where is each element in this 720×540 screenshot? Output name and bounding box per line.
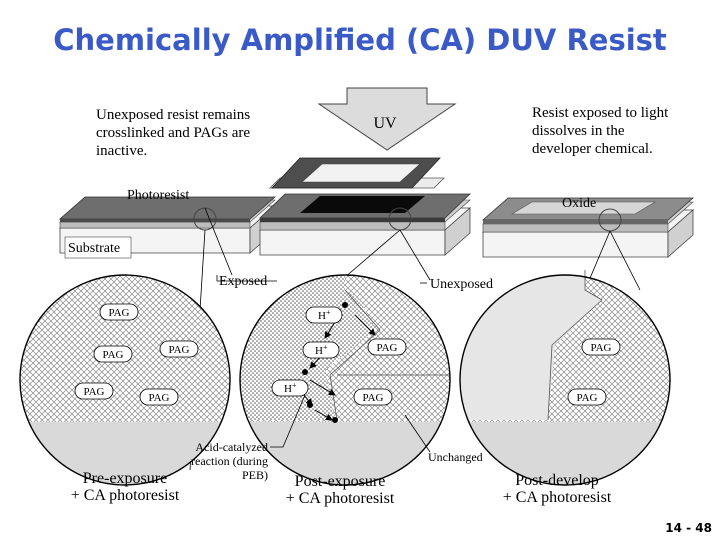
svg-text:H+: H+: [284, 381, 297, 395]
svg-text:H+: H+: [318, 308, 331, 322]
h-plus-badge: H+: [302, 341, 340, 359]
caption-post-develop: Post-develop + CA photoresist: [503, 472, 612, 506]
label-unexposed: Unexposed: [430, 277, 493, 292]
svg-text:PAG: PAG: [577, 392, 598, 404]
acid-note: Acid-catalyzed reaction (during PEB): [191, 394, 306, 482]
svg-text:Pre-exposure: Pre-exposure: [83, 470, 167, 487]
pag-badge: PAG: [74, 382, 114, 400]
note-exposed-line-2: dissolves in the: [532, 123, 625, 139]
h-plus-badge: H+: [271, 379, 309, 397]
label-unchanged: Unchanged: [428, 450, 483, 464]
svg-text:PAG: PAG: [377, 342, 398, 354]
uv-arrow: UV: [317, 87, 457, 151]
note-unexposed-line-3: inactive.: [96, 143, 147, 159]
wafer-stack-right: [481, 197, 695, 258]
h-plus-badge: H+: [305, 306, 343, 324]
note-unexposed-line-1: Unexposed resist remains: [96, 107, 250, 123]
svg-text:Post-exposure: Post-exposure: [295, 473, 386, 490]
caption-pre-exposure: Pre-exposure + CA photoresist: [71, 470, 180, 504]
svg-text:+ CA photoresist: + CA photoresist: [286, 490, 395, 507]
svg-text:Post-develop: Post-develop: [515, 472, 599, 489]
page-title: Chemically Amplified (CA) DUV Resist: [53, 23, 667, 57]
label-substrate: Substrate: [68, 241, 120, 256]
svg-text:PAG: PAG: [84, 386, 105, 398]
pag-badge: PAG: [581, 338, 621, 356]
circle-post-develop: PAG PAG: [459, 270, 671, 486]
svg-text:PEB): PEB): [242, 468, 268, 482]
note-unexposed: Unexposed resist remains crosslinked and…: [96, 107, 250, 159]
pag-badge: PAG: [99, 303, 139, 321]
svg-text:Acid-catalyzed: Acid-catalyzed: [195, 440, 268, 454]
substrate-label-box: Substrate: [64, 236, 132, 259]
pag-badge: PAG: [367, 338, 407, 356]
svg-text:+ CA photoresist: + CA photoresist: [71, 487, 180, 504]
svg-text:PAG: PAG: [103, 349, 124, 361]
label-photoresist: Photoresist: [127, 188, 189, 203]
label-exposed: Exposed: [219, 274, 267, 289]
note-unexposed-line-2: crosslinked and PAGs are: [96, 125, 250, 141]
svg-text:PAG: PAG: [109, 307, 130, 319]
svg-text:+ CA photoresist: + CA photoresist: [503, 489, 612, 506]
svg-text:PAG: PAG: [363, 392, 384, 404]
wafer-stack-left: [58, 196, 277, 254]
svg-text:H+: H+: [315, 343, 328, 357]
note-exposed: Resist exposed to light dissolves in the…: [532, 105, 669, 157]
svg-text:PAG: PAG: [169, 344, 190, 356]
svg-text:PAG: PAG: [591, 342, 612, 354]
label-oxide: Oxide: [562, 196, 596, 211]
wafer-stack-middle: [258, 193, 472, 256]
svg-text:PAG: PAG: [149, 392, 170, 404]
pag-badge: PAG: [159, 340, 199, 358]
mask-frame: [271, 157, 441, 189]
slide-number: 14 - 48: [665, 521, 712, 535]
note-exposed-line-3: developer chemical.: [532, 141, 653, 157]
circle-post-exposure: H+ H+ H+ PAG PAG: [239, 274, 451, 486]
caption-post-exposure: Post-exposure + CA photoresist: [286, 473, 395, 507]
pag-badge: PAG: [93, 345, 133, 363]
uv-label: UV: [373, 115, 397, 132]
note-exposed-line-1: Resist exposed to light: [532, 105, 669, 121]
svg-text:reaction (during: reaction (during: [191, 454, 268, 468]
pag-badge: PAG: [139, 388, 179, 406]
pag-badge: PAG: [353, 388, 393, 406]
pag-badge: PAG: [567, 388, 607, 406]
